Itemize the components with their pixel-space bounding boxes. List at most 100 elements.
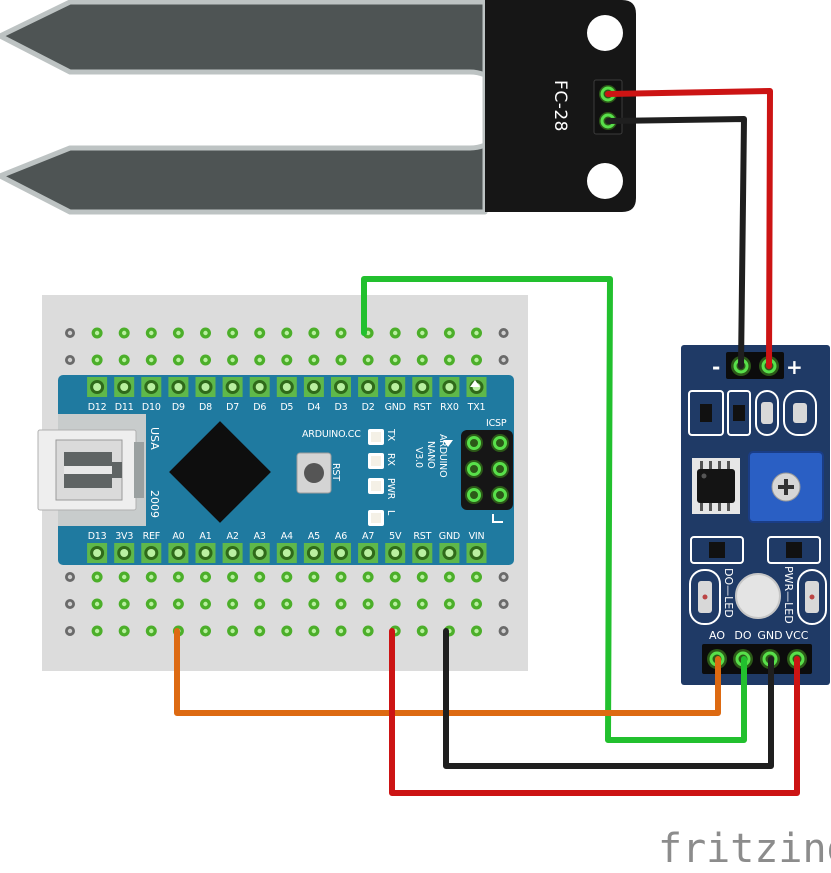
do-led-label: DO—LED (722, 568, 735, 618)
reset-button[interactable] (296, 452, 332, 494)
nano-top-pin[interactable] (249, 377, 270, 397)
wire-black-probe-to-module[interactable] (605, 116, 747, 369)
nano-top-pin-label: D11 (115, 402, 134, 413)
wire-green-d2-to-do[interactable] (361, 276, 747, 743)
nano-bottom-pin-label: A3 (254, 531, 266, 542)
icsp-pin[interactable] (465, 460, 483, 478)
module-output-header (702, 644, 812, 674)
module-output-label: AO (709, 629, 725, 642)
module-minus-label: - (712, 355, 720, 379)
nano-origin-line-1: USA (148, 427, 161, 450)
nano-top-pin-label: D12 (88, 402, 107, 413)
nano-bottom-pin[interactable] (331, 543, 351, 563)
nano-led-label: L (385, 510, 396, 516)
icsp-corner-mark (492, 514, 503, 523)
nano-bottom-pin[interactable] (303, 543, 324, 563)
wire-black-gnd-to-gnd[interactable] (443, 628, 774, 769)
nano-top-pin-label: D2 (362, 402, 375, 413)
nano-bottom-pin[interactable] (222, 543, 243, 563)
probe-mount-hole-bottom (587, 163, 623, 199)
pwr-led-component (797, 569, 827, 625)
moisture-sensor-module: - + (681, 345, 830, 685)
nano-bottom-pin[interactable] (358, 543, 379, 563)
nano-bottom-pin-label: A6 (335, 531, 347, 542)
nano-bottom-pin-label: A2 (227, 531, 239, 542)
module-output-label: GND (757, 629, 782, 642)
nano-bottom-pin[interactable] (114, 543, 135, 563)
nano-bottom-pin[interactable] (385, 543, 406, 563)
probe-head (485, 0, 636, 212)
nano-top-pin[interactable] (114, 377, 135, 397)
wire-red-probe-to-module[interactable] (605, 88, 773, 369)
module-smd-components (688, 390, 817, 436)
potentiometer-cross-icon (778, 479, 794, 495)
nano-bottom-pin-label: D13 (88, 531, 107, 542)
nano-top-pin[interactable] (195, 377, 216, 397)
do-led-component (689, 569, 721, 625)
nano-top-pin[interactable] (168, 377, 189, 397)
nano-origin-line-2: 2009 (148, 490, 161, 518)
nano-top-pin-label: D9 (172, 402, 185, 413)
icsp-pin[interactable] (465, 486, 483, 504)
nano-top-pin[interactable] (412, 377, 433, 397)
nano-led-label: RX (385, 453, 396, 466)
nano-top-pin[interactable] (439, 377, 460, 397)
wire-red-5v-to-vcc[interactable] (389, 628, 800, 796)
breadboard-holes (65, 327, 509, 637)
nano-top-pin-label: D7 (226, 402, 239, 413)
nano-bottom-pin[interactable] (249, 543, 270, 563)
nano-bottom-pin-label: VIN (469, 531, 485, 542)
nano-bottom-pin[interactable] (466, 543, 487, 563)
nano-bottom-pin-label: A1 (199, 531, 211, 542)
module-output-labels: AO DO GND VCC (709, 629, 809, 642)
icsp-arrow-icon (443, 440, 453, 447)
potentiometer[interactable] (748, 451, 824, 523)
nano-top-pin[interactable] (141, 377, 162, 397)
icsp-pin[interactable] (465, 434, 483, 452)
usb-connector[interactable] (37, 414, 146, 526)
nano-bottom-pin-label: A4 (281, 531, 293, 542)
nano-bottom-pin-label: 5V (389, 531, 402, 542)
icsp-label: ICSP (486, 418, 507, 429)
nano-bottom-pin[interactable] (168, 543, 189, 563)
nano-led-label: PWR (385, 478, 396, 500)
nano-bottom-pin-label: A0 (172, 531, 184, 542)
nano-top-pin[interactable] (303, 377, 324, 397)
nano-top-pin[interactable] (222, 377, 243, 397)
nano-top-pin[interactable] (331, 377, 351, 397)
nano-bottom-pin-label: RST (413, 531, 431, 542)
probe-label: FC-28 (550, 80, 570, 132)
nano-top-pin-label: D8 (199, 402, 212, 413)
nano-bottom-pin[interactable] (412, 543, 433, 563)
nano-model-line-2: NANO (425, 441, 436, 468)
nano-top-pin-label: RST (413, 402, 431, 413)
module-plus-label: + (786, 355, 803, 379)
nano-bottom-pin[interactable] (276, 543, 297, 563)
nano-top-pin[interactable] (358, 377, 379, 397)
icsp-pin[interactable] (491, 434, 509, 452)
nano-top-pin[interactable] (87, 377, 108, 397)
icsp-pin[interactable] (491, 460, 509, 478)
nano-bottom-pin[interactable] (87, 543, 108, 563)
icsp-pins (465, 434, 509, 504)
fritzing-logo: fritzing (658, 826, 831, 872)
nano-bottom-pin[interactable] (141, 543, 162, 563)
module-output-label: VCC (786, 629, 809, 642)
nano-top-pin-label: D4 (307, 402, 320, 413)
nano-top-pin-label: GND (385, 402, 406, 413)
nano-bottom-pin[interactable] (439, 543, 460, 563)
module-output-label: DO (734, 629, 751, 642)
arduino-cc-label: ARDUINO.CC (302, 429, 361, 440)
pwr-led-label: PWR—LED (782, 566, 795, 624)
comparator-ic (692, 458, 740, 514)
nano-bottom-pin[interactable] (195, 543, 216, 563)
icsp-pin[interactable] (491, 486, 509, 504)
nano-top-pin[interactable] (385, 377, 406, 397)
nano-top-pin[interactable] (276, 377, 297, 397)
nano-led-label: TX (385, 428, 396, 442)
nano-top-pin-label: D10 (142, 402, 161, 413)
